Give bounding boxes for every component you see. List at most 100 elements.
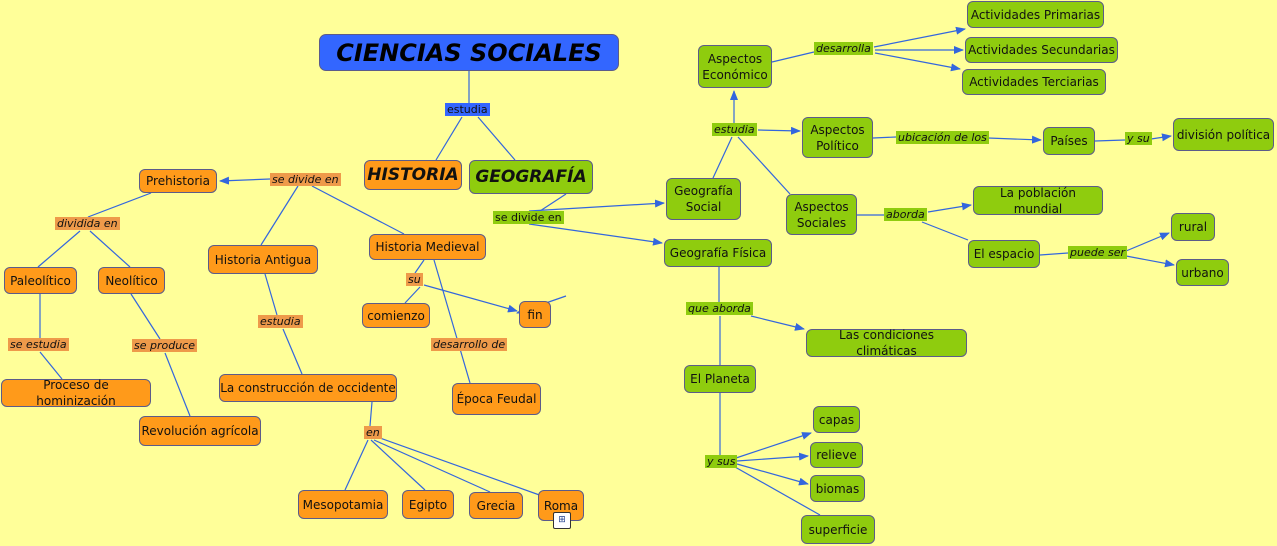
paleolitico-node[interactable]: Paleolítico	[4, 267, 77, 294]
connector-arrow	[1125, 255, 1175, 268]
link-label-desarrolla: desarrolla	[814, 42, 873, 55]
connector-line	[539, 193, 567, 212]
link-label-ubicacion: ubicación de los	[896, 131, 989, 144]
connector-line	[89, 230, 131, 268]
connector-arrow	[873, 26, 966, 48]
grecia-node[interactable]: Grecia	[469, 492, 523, 519]
comienzo-node[interactable]: comienzo	[362, 303, 430, 328]
connector-arrow	[528, 199, 665, 212]
relieve-node[interactable]: relieve	[810, 442, 863, 468]
connector-line	[1094, 139, 1126, 142]
connector-line	[414, 259, 425, 274]
connector-line	[370, 439, 426, 491]
actividades-primarias-node[interactable]: Actividades Primarias	[967, 1, 1104, 28]
connector-line	[712, 136, 733, 179]
historia-medieval-node[interactable]: Historia Medieval	[369, 234, 486, 260]
connector-arrow	[423, 284, 518, 313]
geografia-fisica-node[interactable]: Geografía Física	[664, 239, 772, 267]
connector-arrow	[528, 223, 663, 246]
link-label-estudia: estudia	[445, 103, 490, 116]
link-label-y-sus: y sus	[705, 455, 738, 468]
connector-arrow	[987, 135, 1042, 144]
link-label-que-aborda: que aborda	[686, 302, 753, 315]
connector-line	[872, 136, 897, 139]
connector-arrow	[757, 126, 801, 135]
link-label-se-divide-en: se divide en	[270, 173, 341, 186]
connector-arrow	[927, 202, 972, 213]
superficie-node[interactable]: superficie	[801, 515, 875, 544]
poblacion-mundial-node[interactable]: La población mundial	[973, 186, 1103, 216]
connector-arrow	[1150, 133, 1172, 142]
connector-line	[311, 185, 405, 235]
hominizacion-node[interactable]: Proceso de hominización	[1, 378, 151, 408]
connector-line	[477, 116, 516, 161]
rural-node[interactable]: rural	[1171, 213, 1215, 241]
division-politica-node[interactable]: división política	[1173, 118, 1274, 151]
connector-line	[264, 273, 278, 316]
connector-line	[435, 116, 463, 161]
el-planeta-node[interactable]: El Planeta	[684, 365, 756, 393]
condiciones-climaticas-node[interactable]: Las condiciones climáticas	[806, 328, 967, 358]
paises-node[interactable]: Países	[1043, 127, 1095, 155]
connector-arrow	[219, 176, 271, 185]
aspectos-economico-node[interactable]: Aspectos Económico	[698, 45, 772, 88]
link-label-en: en	[364, 426, 382, 439]
historia-node[interactable]: HISTORIA	[364, 160, 462, 190]
link-label-estudia-antigua: estudia	[258, 315, 303, 328]
actividades-terciarias-node[interactable]: Actividades Terciarias	[962, 69, 1106, 95]
connector-line	[164, 352, 191, 417]
connector-line	[260, 185, 299, 246]
fin-node[interactable]: fin	[519, 301, 551, 328]
geografia-social-node[interactable]: Geografía Social	[666, 178, 741, 220]
actividades-secundarias-node[interactable]: Actividades Secundarias	[965, 37, 1118, 63]
link-label-se-produce: se produce	[132, 339, 197, 352]
connector-line	[1039, 252, 1069, 256]
connector-arrow	[735, 432, 812, 459]
neolitico-node[interactable]: Neolítico	[98, 267, 165, 294]
connector-arrow	[736, 452, 809, 462]
mesopotamia-node[interactable]: Mesopotamia	[298, 490, 388, 519]
connector-line	[369, 401, 373, 427]
connector-line	[282, 328, 303, 375]
connector-arrow	[736, 463, 809, 486]
title-node[interactable]: CIENCIAS SOCIALES	[319, 34, 619, 71]
aspectos-politico-node[interactable]: Aspectos Político	[802, 117, 873, 158]
connector-line	[39, 351, 63, 380]
link-label-puede-ser: puede ser	[1068, 246, 1127, 259]
connector-line	[433, 259, 471, 384]
epoca-feudal-node[interactable]: Época Feudal	[452, 383, 541, 415]
connector-line	[771, 51, 815, 63]
construccion-occidente-node[interactable]: La construcción de occidente	[219, 374, 397, 402]
concept-map-icon[interactable]: ⊞	[553, 512, 571, 529]
link-label-aborda: aborda	[884, 208, 927, 221]
biomas-node[interactable]: biomas	[810, 475, 865, 502]
aspectos-sociales-node[interactable]: Aspectos Sociales	[786, 194, 857, 235]
connector-line	[37, 230, 81, 268]
historia-antigua-node[interactable]: Historia Antigua	[208, 245, 318, 274]
prehistoria-node[interactable]: Prehistoria	[139, 169, 217, 193]
link-label-se-estudia: se estudia	[8, 338, 69, 351]
connector-line	[130, 293, 161, 340]
el-espacio-node[interactable]: El espacio	[968, 240, 1040, 268]
link-label-desarrollo-de: desarrollo de	[431, 338, 508, 351]
link-label-dividida-en: dividida en	[55, 217, 120, 230]
connector-line	[737, 136, 791, 195]
link-label-y-su: y su	[1125, 132, 1152, 145]
revolucion-agricola-node[interactable]: Revolución agrícola	[139, 416, 261, 446]
capas-node[interactable]: capas	[813, 406, 860, 433]
link-label-su: su	[406, 273, 423, 286]
connector-arrow	[874, 52, 961, 72]
connector-line	[373, 439, 491, 493]
geografia-node[interactable]: GEOGRAFÍA	[469, 160, 593, 194]
link-label-se-divide-en-geo: se divide en	[493, 211, 564, 224]
connector-line	[87, 192, 152, 218]
link-label-estudia-geo: estudia	[712, 123, 757, 136]
connector-arrow	[750, 315, 805, 331]
egipto-node[interactable]: Egipto	[402, 490, 454, 519]
urbano-node[interactable]: urbano	[1176, 259, 1229, 286]
connector-line	[344, 439, 369, 491]
connector-line	[734, 466, 821, 516]
roma-node[interactable]: Roma	[538, 490, 584, 521]
connector-line	[921, 221, 969, 241]
